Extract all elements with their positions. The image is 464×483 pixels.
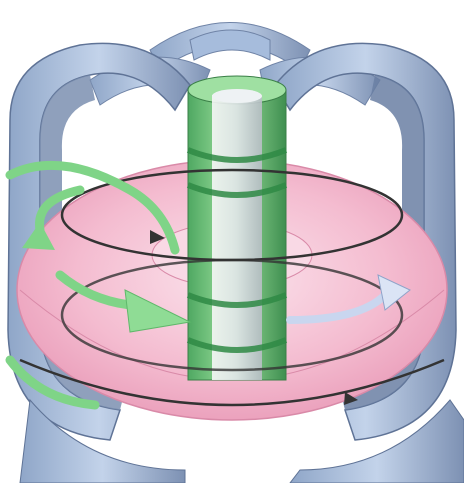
central-solenoid xyxy=(188,76,286,380)
